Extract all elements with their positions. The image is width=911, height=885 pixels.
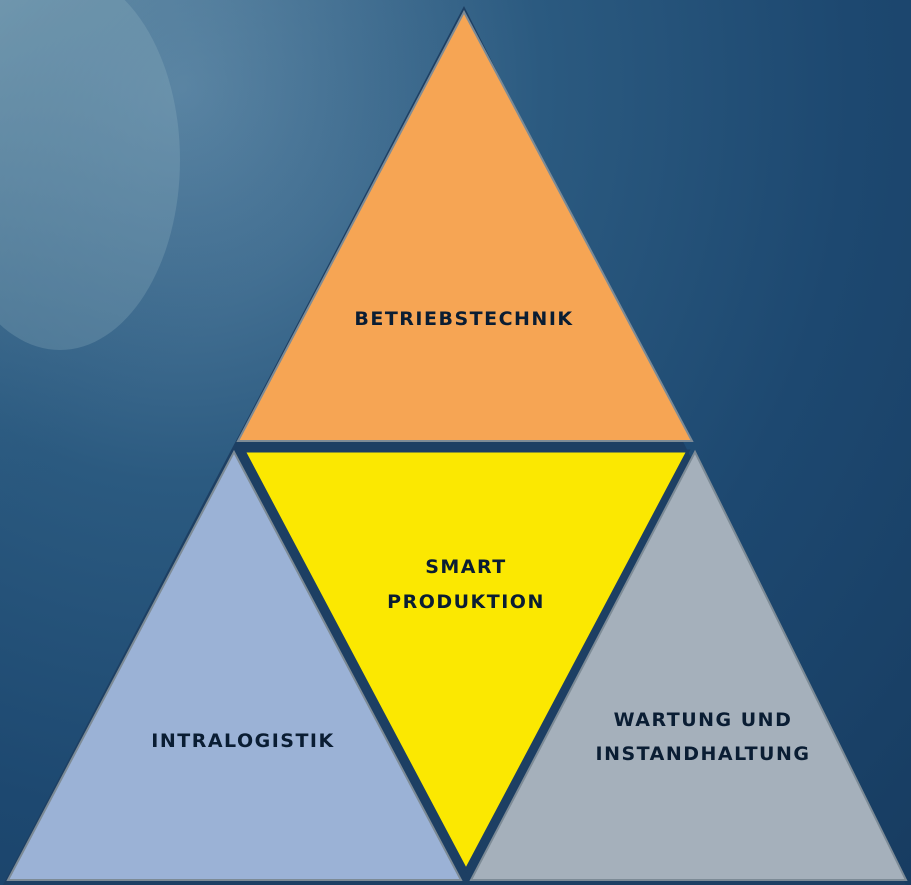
label-betriebstechnik: BETRIEBSTECHNIK xyxy=(354,308,573,330)
label-wartung-und: WARTUNG UND xyxy=(614,709,793,731)
segment-right-triangle xyxy=(469,449,908,881)
label-intralogistik: INTRALOGISTIK xyxy=(151,730,334,752)
segment-top-triangle xyxy=(236,9,694,442)
label-smart: SMART xyxy=(425,556,507,578)
segment-center-triangle xyxy=(241,449,691,874)
label-instandhaltung: INSTANDHALTUNG xyxy=(596,743,811,765)
label-produktion: PRODUKTION xyxy=(387,591,545,613)
segment-left-triangle xyxy=(6,449,463,881)
background-glow xyxy=(0,0,180,350)
